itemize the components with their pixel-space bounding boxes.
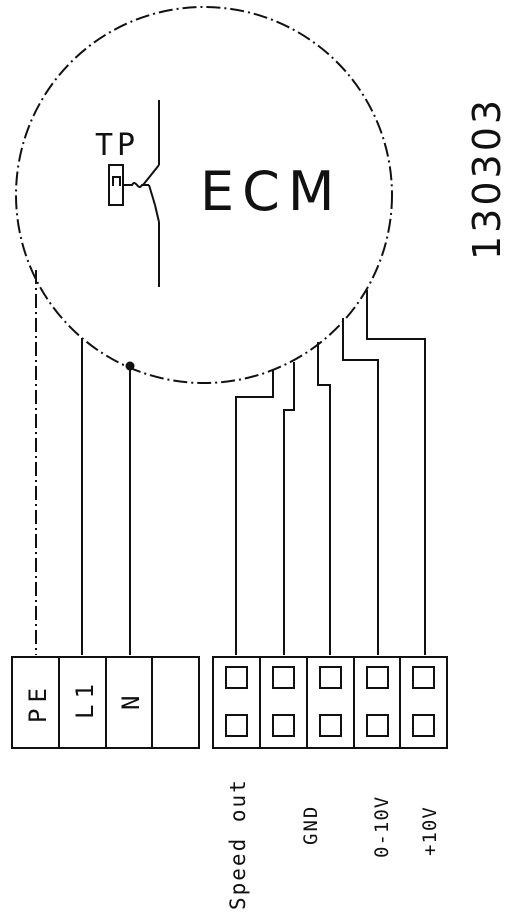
gnd-wire [283,362,295,655]
control-terminal-block [212,656,448,749]
drawing-number: 130303 [465,97,509,260]
analog-0-10v-wire [342,318,379,655]
terminal-n-label: N [117,690,145,710]
terminal-speed-out-label: Speed out [226,778,250,910]
motor-housing [15,6,393,384]
terminal-pe-label: PE [24,682,52,723]
thermal-protector-label: TP [95,128,139,163]
terminal-plus-10v-label: +10V [419,806,441,856]
thermal-protector-symbol [108,100,160,287]
motor-label: ECM [200,160,342,223]
control-terminal-screws [225,666,435,737]
n-wire-junction [125,361,135,371]
plus-10v-wire [366,290,426,655]
speed-out-wire [235,370,274,655]
power-terminal-block [11,656,200,749]
terminal-0-10v-label: 0-10V [371,796,393,858]
terminal-l1-label: L1 [71,678,99,719]
terminal-gnd-label: GND [300,805,322,845]
extra-wire [317,342,331,655]
